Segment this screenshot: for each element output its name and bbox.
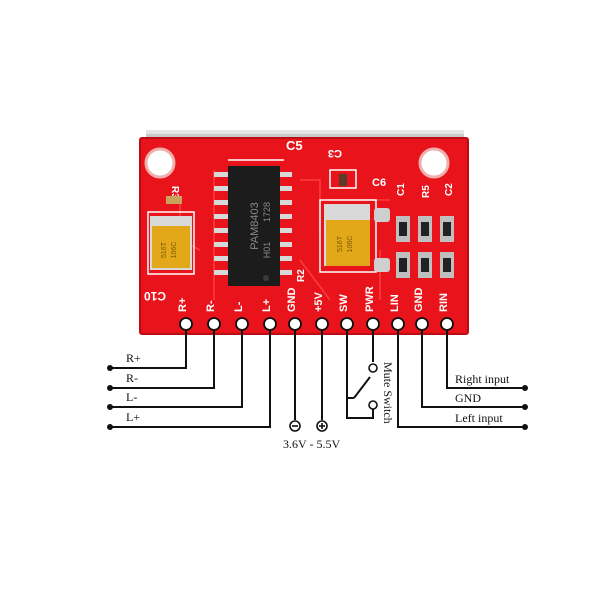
label-voltage: 3.6V - 5.5V — [283, 437, 340, 451]
terminal-r-minus — [107, 385, 113, 391]
pad-rin — [440, 317, 454, 331]
terminal-r-plus — [107, 365, 113, 371]
pad-gnd-2 — [415, 317, 429, 331]
capacitor-right: 106C 516T — [324, 204, 370, 266]
silk-c6: C6 — [372, 177, 386, 189]
wire-lin — [397, 330, 525, 428]
silk-r5: R5 — [421, 185, 432, 198]
pin-label-5v: +5V — [313, 291, 325, 312]
silk-c5: C5 — [286, 138, 303, 153]
terminal-l-plus — [107, 424, 113, 430]
label-l-plus: L+ — [126, 410, 140, 424]
silk-r2: R2 — [296, 269, 307, 282]
label-gnd: GND — [455, 391, 481, 405]
pin-label-pwr: PWR — [364, 286, 376, 312]
wire-sw — [346, 330, 354, 399]
chip-sub1: H01 — [262, 242, 272, 259]
silk-c2: C2 — [444, 183, 455, 196]
silk-c10: C10 — [144, 289, 166, 303]
pad-l-minus — [235, 317, 249, 331]
pin-label-rin: RIN — [438, 293, 450, 312]
wire-l-plus — [110, 330, 271, 428]
pad-gnd — [288, 317, 302, 331]
label-mute-switch: Mute Switch — [381, 362, 395, 424]
chip-label: PAM8403 — [249, 202, 261, 250]
pcb-board: C10 C3 C5 C6 C1 R5 C2 R3 R2 R+ R- L- L+ … — [139, 137, 469, 335]
terminal-gnd — [522, 404, 528, 410]
pad-sw — [340, 317, 354, 331]
silk-c1: C1 — [396, 183, 407, 196]
mounting-hole-left — [144, 147, 176, 179]
pin-label-sw: SW — [338, 294, 350, 312]
wire-terminals — [107, 365, 528, 430]
pin-labels: R+ R- L- L+ GND +5V SW PWR LIN GND RIN — [177, 286, 450, 312]
pin-label-r-plus: R+ — [177, 298, 189, 312]
pin-label-r-minus: R- — [205, 300, 217, 312]
wire-switch-return — [346, 398, 374, 419]
wire-r-plus — [110, 330, 187, 369]
wire-switch-lever — [353, 376, 371, 399]
mounting-hole-right — [418, 147, 450, 179]
pad-lin — [391, 317, 405, 331]
capacitor-left: 106C 516T — [150, 216, 192, 270]
wire-l-minus — [110, 330, 243, 408]
terminal-l-minus — [107, 404, 113, 410]
terminal-left-input — [522, 424, 528, 430]
pin-label-gnd: GND — [286, 288, 298, 313]
pad-r-plus — [179, 317, 193, 331]
silk-r3: R3 — [169, 186, 180, 199]
amplifier-chip: PAM8403 H01 1728 — [214, 166, 292, 286]
pad-pwr — [366, 317, 380, 331]
wire-gnd-in — [421, 330, 525, 408]
pad-r-minus — [207, 317, 221, 331]
label-right-input: Right input — [455, 372, 510, 386]
label-left-input: Left input — [455, 411, 503, 425]
wire-rin — [446, 330, 525, 389]
pin-pads — [179, 317, 454, 331]
wire-r-minus — [110, 330, 215, 389]
capacitor-left-code2: 516T — [161, 241, 168, 258]
capacitor-left-code: 106C — [171, 242, 178, 259]
terminal-right-input — [522, 385, 528, 391]
label-r-minus: R- — [126, 371, 138, 385]
label-l-minus: L- — [126, 390, 137, 404]
capacitor-right-code: 106C — [347, 236, 354, 253]
mute-switch-symbol — [368, 363, 378, 410]
pad-5v — [315, 317, 329, 331]
pin-label-l-plus: L+ — [261, 299, 273, 312]
label-r-plus: R+ — [126, 351, 141, 365]
chip-sub2: 1728 — [262, 202, 272, 222]
silk-c3: C3 — [328, 147, 342, 159]
pin-label-l-minus: L- — [233, 301, 245, 312]
capacitor-right-code2: 516T — [337, 235, 344, 252]
wires — [110, 330, 525, 428]
pad-l-plus — [263, 317, 277, 331]
smd-components — [166, 174, 454, 278]
power-terminals — [289, 420, 328, 432]
pin-label-lin: LIN — [389, 294, 401, 312]
pin-label-gnd-2: GND — [413, 288, 425, 313]
